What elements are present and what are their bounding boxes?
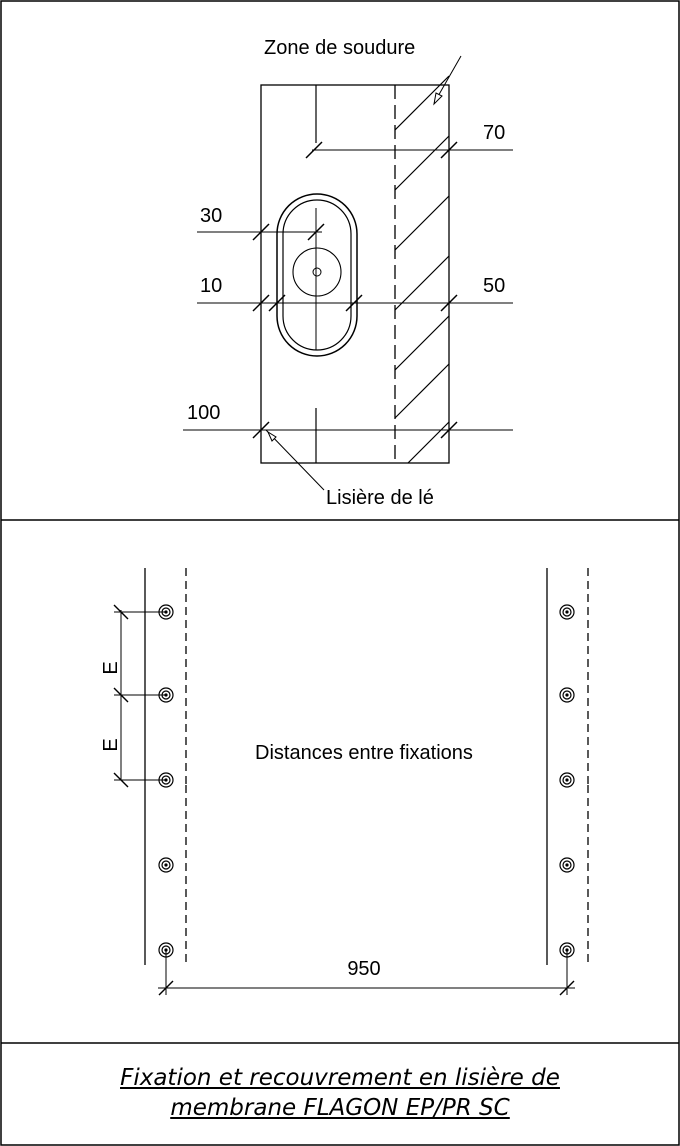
weld-zone-leader: [436, 55, 462, 99]
bottom-diagram-lower: [144, 785, 589, 996]
top-diagram: [183, 55, 513, 491]
membrane-strip: [260, 84, 450, 464]
caption-line-1: Fixation et recouvrement en lisière de: [120, 1065, 560, 1091]
screw-center: [312, 267, 322, 277]
selvedge-leader: [265, 429, 325, 491]
screw-head: [292, 247, 342, 297]
dimension-50: 50: [483, 275, 505, 297]
washer-inner: [282, 199, 352, 351]
weld-zone-label: Zone de soudure: [264, 37, 415, 59]
washer-outer: [276, 193, 358, 357]
spacing-label-e-2: E: [100, 738, 122, 751]
fixations-distance-label: Distances entre fixations: [255, 742, 473, 764]
right-fasteners: [559, 604, 575, 958]
width-950-label: 950: [347, 958, 380, 980]
dimension-10: 10: [200, 275, 222, 297]
caption-line-2: membrane FLAGON EP/PR SC: [170, 1095, 510, 1121]
dimension-100: 100: [187, 402, 220, 424]
selvedge-label: Lisière de lé: [326, 487, 434, 509]
dimension-30: 30: [200, 205, 222, 227]
bottom-diagram: [113, 568, 589, 958]
left-fasteners: [158, 604, 174, 958]
dimension-70: 70: [483, 122, 505, 144]
figure-caption: Fixation et recouvrement en lisière de m…: [0, 1043, 680, 1143]
spacing-label-e-1: E: [100, 661, 122, 674]
weld-hatching: [394, 75, 450, 464]
